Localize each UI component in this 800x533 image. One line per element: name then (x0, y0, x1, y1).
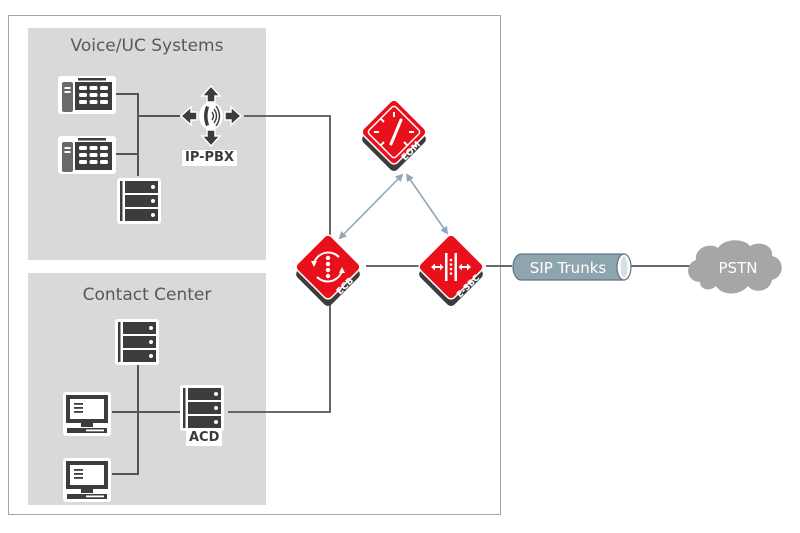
pipe-icon (512, 253, 625, 281)
contact-connectors (112, 364, 180, 475)
ecb-node[interactable]: ECB (294, 233, 362, 308)
gauge-icon (374, 112, 414, 146)
border-controller-icon (431, 253, 471, 281)
voice-connectors (114, 93, 180, 176)
pstn-node[interactable]: PSTN (688, 240, 782, 294)
ippbx-label: IP-PBX (182, 150, 237, 166)
pstn-label: PSTN (719, 259, 758, 277)
contact-center-title: Contact Center (82, 285, 212, 305)
esbc-node[interactable]: E-SBC (417, 233, 485, 308)
ecb-eom-link (338, 173, 404, 240)
contact-server-icon (115, 319, 159, 365)
voice-uc-title: Voice/UC Systems (70, 36, 224, 56)
acd-server-icon (180, 385, 224, 431)
sip-trunks-node[interactable]: SIP Trunks (512, 253, 632, 281)
enterprise-frame (8, 15, 501, 515)
acd-label: ACD (186, 430, 223, 446)
desk-phone-icon (58, 136, 116, 174)
voice-server-icon (117, 178, 161, 224)
eom-esbc-link (405, 173, 449, 235)
session-router-icon (311, 251, 345, 283)
backbone-connector (228, 115, 692, 413)
workstation-icon (63, 392, 111, 436)
cloud-icon (688, 240, 782, 294)
workstation-icon (63, 458, 111, 502)
sip-trunks-label: SIP Trunks (530, 259, 607, 277)
pbx-switch-icon (179, 84, 243, 148)
desk-phone-icon (58, 76, 116, 114)
eom-node[interactable]: EOM (360, 98, 428, 173)
